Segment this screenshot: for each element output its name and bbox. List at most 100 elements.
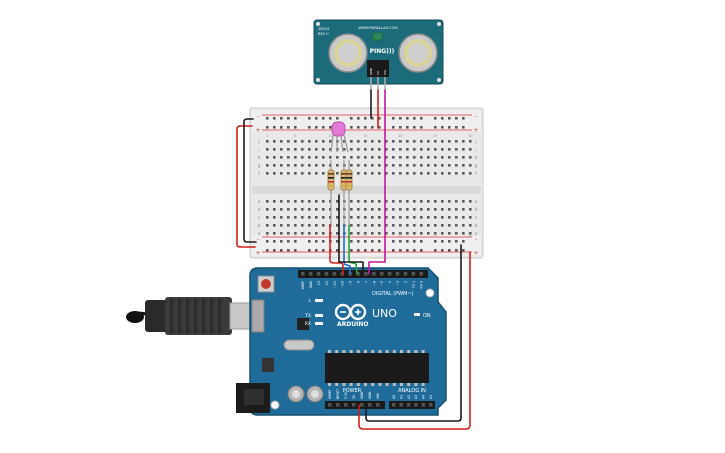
breadboard-hole (385, 200, 388, 203)
breadboard-hole (266, 216, 269, 219)
breadboard-hole (294, 156, 297, 159)
breadboard-hole (427, 216, 430, 219)
breadboard-hole (336, 117, 339, 120)
power-pin-label: GND (360, 391, 364, 399)
breadboard-hole (399, 126, 402, 129)
breadboard-hole (357, 164, 360, 167)
breadboard-hole (399, 140, 402, 143)
breadboard-hole (385, 172, 388, 175)
breadboard-hole (392, 240, 395, 243)
sensor-pin-label: GND (369, 67, 373, 75)
digital-pin-hole (332, 272, 337, 276)
breadboard-hole (294, 117, 297, 120)
crystal (283, 339, 315, 351)
breadboard-hole (441, 164, 444, 167)
breadboard-hole (322, 126, 325, 129)
breadboard-hole (294, 240, 297, 243)
arduino-model: UNO (372, 307, 397, 320)
breadboard-hole (301, 172, 304, 175)
breadboard-hole (469, 232, 472, 235)
breadboard-hole (420, 232, 423, 235)
breadboard-hole (434, 172, 437, 175)
column-number: 5 (294, 233, 296, 237)
breadboard-hole (294, 200, 297, 203)
breadboard-hole (336, 216, 339, 219)
breadboard-hole (329, 200, 332, 203)
breadboard-hole (280, 140, 283, 143)
breadboard-hole (448, 216, 451, 219)
breadboard-hole (378, 216, 381, 219)
sensor-pin-label: 5V (376, 70, 380, 75)
breadboard-hole (329, 148, 332, 151)
breadboard-hole (357, 224, 360, 227)
breadboard-hole (413, 148, 416, 151)
breadboard-hole (455, 156, 458, 159)
breadboard-hole (434, 140, 437, 143)
breadboard-hole (266, 200, 269, 203)
breadboard-hole (357, 148, 360, 151)
digital-pin-label: ~10 (341, 281, 345, 288)
rgb-led (330, 121, 349, 153)
breadboard-hole (322, 164, 325, 167)
breadboard-hole (266, 164, 269, 167)
breadboard-hole (308, 224, 311, 227)
rail-plus-label: + (473, 250, 478, 257)
sensor-header (367, 60, 389, 77)
breadboard-hole (371, 216, 374, 219)
reset-button[interactable] (261, 279, 271, 289)
breadboard-hole (315, 140, 318, 143)
breadboard-hole (350, 200, 353, 203)
power-pin-hole (360, 403, 364, 407)
breadboard-hole (392, 140, 395, 143)
breadboard-hole (371, 117, 374, 120)
breadboard-hole (413, 172, 416, 175)
breadboard-hole (273, 232, 276, 235)
breadboard-hole (357, 216, 360, 219)
breadboard-hole (441, 216, 444, 219)
row-letter: e (475, 200, 478, 205)
breadboard-hole (462, 156, 465, 159)
breadboard-hole (441, 117, 444, 120)
breadboard-hole (280, 172, 283, 175)
breadboard-hole (294, 249, 297, 252)
breadboard-hole (462, 140, 465, 143)
breadboard-hole (420, 200, 423, 203)
breadboard-hole (287, 200, 290, 203)
rail-minus-label: - (475, 113, 477, 120)
wire-rail-loop (236, 125, 256, 248)
breadboard-hole (329, 216, 332, 219)
breadboard-hole (399, 164, 402, 167)
column-number: 25 (433, 134, 438, 138)
breadboard-hole (301, 232, 304, 235)
wire-red-signal (329, 224, 344, 275)
breadboard-hole (308, 249, 311, 252)
breadboard-hole (280, 126, 283, 129)
breadboard-hole (385, 148, 388, 151)
breadboard-body (249, 107, 484, 259)
wire-black-signal (338, 194, 364, 275)
breadboard-hole (280, 208, 283, 211)
breadboard-hole (287, 164, 290, 167)
breadboard-hole (455, 164, 458, 167)
digital-pin-hole (301, 272, 305, 276)
digital-pin-label: RX 0 (420, 281, 424, 288)
breadboard-hole (329, 164, 332, 167)
analog-pin-label: A3 (414, 395, 418, 399)
digital-label: DIGITAL (PWM~) (372, 291, 414, 297)
breadboard-hole (350, 232, 353, 235)
row-letter: f (475, 171, 477, 177)
breadboard-hole (350, 249, 353, 252)
row-letter: a (475, 232, 478, 237)
digital-pin-label: ~6 (372, 281, 376, 286)
usb-cable (126, 297, 256, 335)
breadboard-hole (378, 240, 381, 243)
breadboard-hole (266, 224, 269, 227)
breadboard-hole (378, 126, 381, 129)
analog-pin-hole (392, 403, 396, 407)
analog-pin-hole (421, 403, 426, 407)
breadboard-hole (308, 216, 311, 219)
breadboard-hole (434, 240, 437, 243)
breadboard-hole (371, 240, 374, 243)
breadboard-hole (336, 164, 339, 167)
